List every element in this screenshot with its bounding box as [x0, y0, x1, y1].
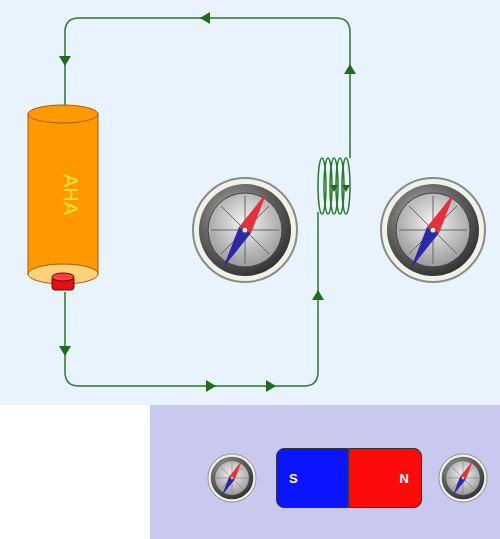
pole-label: S [289, 471, 298, 486]
battery: AHA [26, 104, 100, 296]
wire [65, 18, 350, 386]
magnet-panel [150, 405, 500, 539]
background [0, 0, 500, 405]
current-arrows [59, 12, 356, 392]
compass [208, 454, 256, 502]
magnet-north-pole: N [348, 448, 422, 508]
compass [193, 178, 297, 282]
compass [439, 454, 487, 502]
battery-label: AHA [59, 174, 82, 215]
compass [381, 178, 485, 282]
magnet-south-pole: S [276, 448, 348, 508]
pole-label: N [400, 471, 409, 486]
